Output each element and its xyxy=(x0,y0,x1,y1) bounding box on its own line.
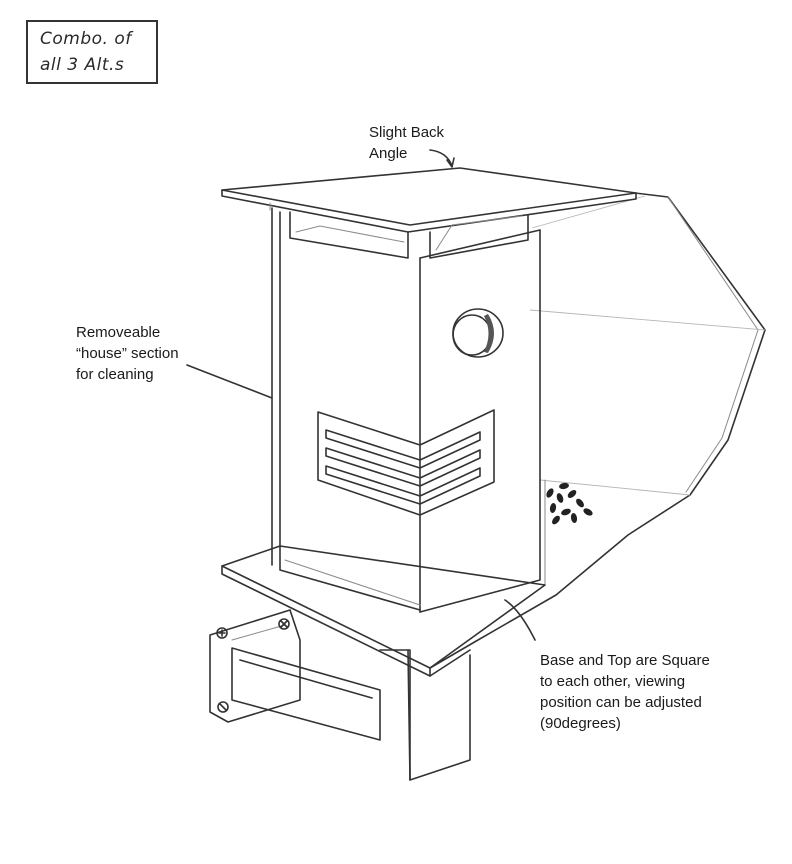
label-base-and-top: Base and Top are Square to each other, v… xyxy=(540,650,710,734)
label-house-line-2: “house” section xyxy=(76,345,179,362)
label-base-line-1: Base and Top are Square xyxy=(540,652,710,669)
label-angle-line-1: Slight Back xyxy=(369,124,445,141)
label-angle-line-2: Angle xyxy=(369,145,408,162)
label-slight-back-angle: Slight Back Angle xyxy=(369,122,444,164)
note-line-2: all 3 Alt.s xyxy=(40,55,125,75)
base-tray xyxy=(221,545,546,677)
mount-bracket xyxy=(209,609,471,781)
label-base-line-3: position can be adjusted xyxy=(540,694,702,711)
label-base-line-4: (90degrees) xyxy=(540,715,621,732)
house-body xyxy=(271,207,541,613)
leader-lines xyxy=(186,149,536,641)
entrance-hole xyxy=(452,308,504,358)
hood-outline xyxy=(429,192,766,669)
note-box: Combo. of all 3 Alt.s xyxy=(26,20,158,84)
label-house-line-1: Removeable xyxy=(76,324,161,341)
label-base-line-2: to each other, viewing xyxy=(540,673,686,690)
note-line-1: Combo. of xyxy=(40,29,132,49)
label-removeable-house: Removeable “house” section for cleaning xyxy=(76,322,179,385)
seed-pile xyxy=(546,482,593,525)
label-house-line-3: for cleaning xyxy=(76,366,154,383)
side-vent xyxy=(317,409,495,516)
roof-vents xyxy=(289,211,529,259)
roof xyxy=(221,167,637,233)
